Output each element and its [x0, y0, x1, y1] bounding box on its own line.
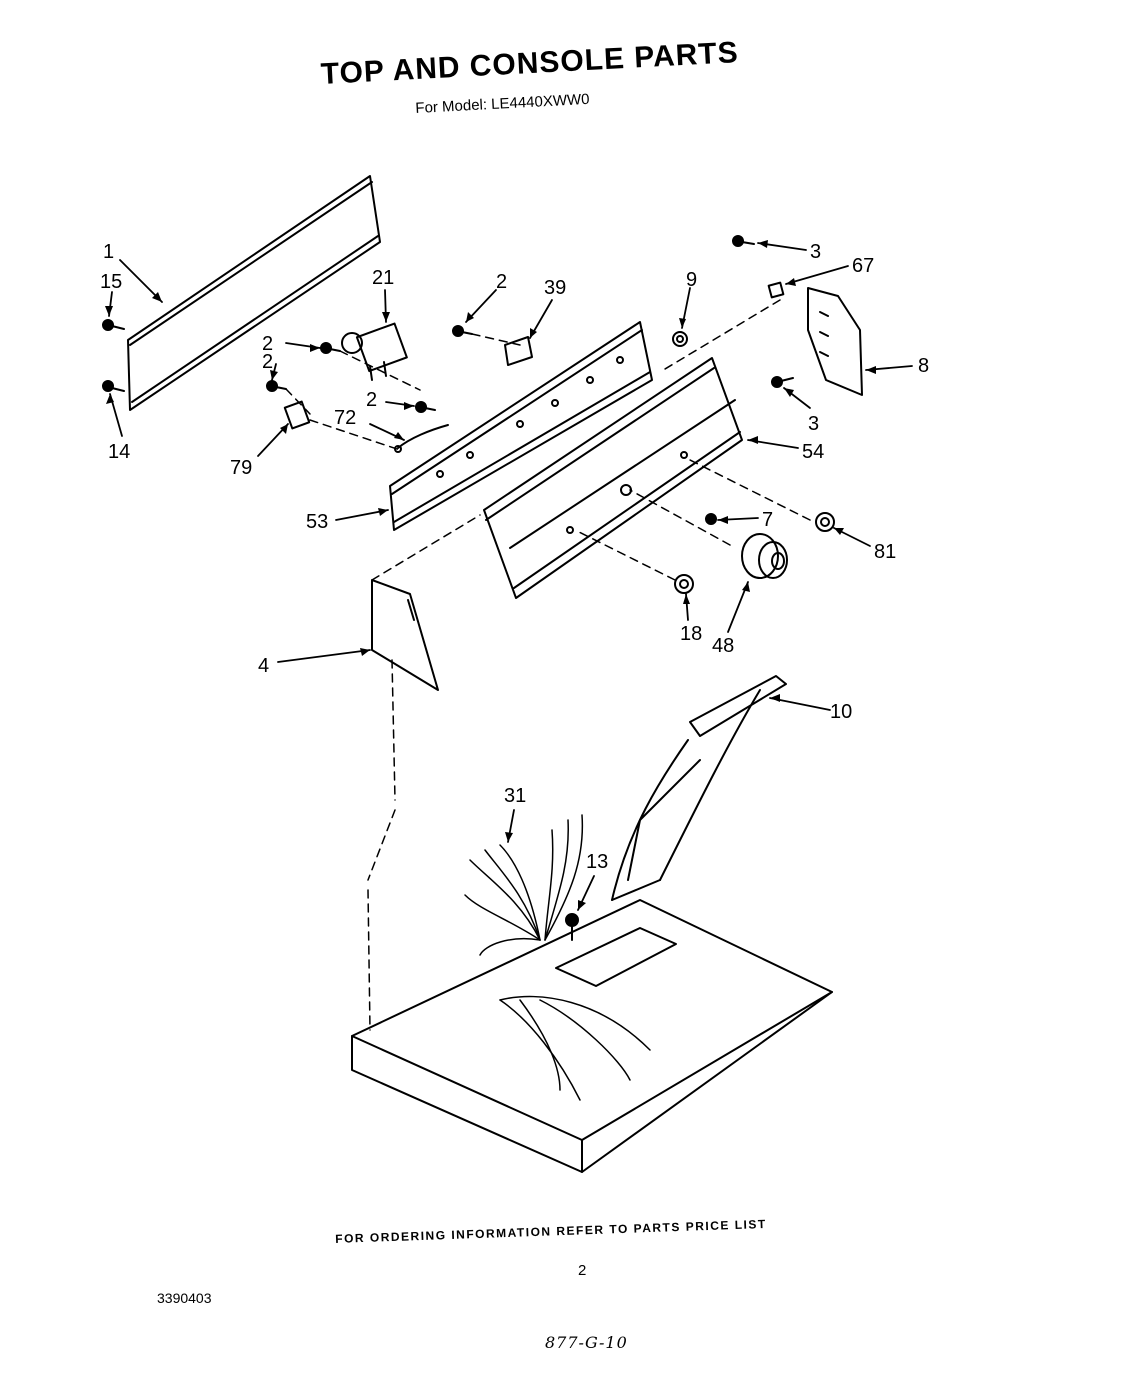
screw-3b-icon — [771, 376, 794, 388]
callout-53: 53 — [306, 511, 328, 533]
screw-2d-icon — [415, 401, 436, 413]
callout-8: 8 — [918, 355, 929, 377]
screw-3a-icon — [732, 235, 755, 247]
screw-13-icon — [565, 913, 579, 941]
callout-31: 31 — [504, 785, 526, 807]
callout-39: 39 — [544, 277, 566, 299]
document-number: 3390403 — [157, 1290, 212, 1306]
callout-4: 4 — [258, 655, 269, 677]
part-39 — [504, 336, 533, 366]
callout-9: 9 — [686, 269, 697, 291]
callout-79: 79 — [230, 457, 252, 479]
part-rear-panel — [127, 175, 381, 411]
part-clip-67 — [767, 281, 785, 299]
screw-14-icon — [102, 380, 125, 392]
screw-2b-icon — [320, 342, 341, 354]
callout-48: 48 — [712, 635, 734, 657]
screw-7-icon — [705, 513, 717, 525]
part-nut-81 — [815, 512, 835, 532]
part-switch-79 — [283, 400, 311, 430]
page-number: 2 — [578, 1262, 587, 1279]
callout-21: 21 — [372, 267, 394, 289]
part-bracket-4 — [371, 579, 439, 691]
callout-67: 67 — [852, 255, 874, 277]
callout-81: 81 — [874, 541, 896, 563]
callout-3b: 3 — [808, 413, 819, 435]
callout-7: 7 — [762, 509, 773, 531]
callout-13: 13 — [586, 851, 608, 873]
callout-3a: 3 — [810, 241, 821, 263]
callout-2b: 2 — [262, 333, 273, 355]
callout-2a: 2 — [496, 271, 507, 293]
callout-18: 18 — [680, 623, 702, 645]
callout-2c: 2 — [262, 351, 273, 373]
part-knob-48 — [741, 533, 788, 579]
part-panel-53 — [389, 321, 653, 531]
part-nut-9 — [672, 331, 688, 347]
part-wire-72 — [394, 424, 449, 453]
assembly-lines — [285, 299, 811, 1031]
part-duct-10 — [611, 675, 787, 901]
screw-15-icon — [102, 319, 125, 331]
callout-2d: 2 — [366, 389, 377, 411]
screw-2a-icon — [452, 325, 473, 337]
part-nut-18 — [674, 574, 694, 594]
part-top-base — [351, 899, 833, 1173]
callout-1: 1 — [103, 241, 114, 263]
part-lower-harness — [499, 995, 651, 1101]
screw-2c-icon — [266, 380, 287, 392]
arrowheads — [105, 240, 876, 910]
part-switch-21 — [341, 322, 408, 381]
handwritten-code: 877-G-10 — [545, 1333, 628, 1352]
callout-72: 72 — [334, 407, 356, 429]
part-harness-31 — [464, 814, 584, 956]
callout-14: 14 — [108, 441, 130, 463]
callout-10: 10 — [830, 701, 852, 723]
callout-54: 54 — [802, 441, 824, 463]
part-bracket-8 — [807, 287, 863, 396]
callout-15: 15 — [100, 271, 122, 293]
